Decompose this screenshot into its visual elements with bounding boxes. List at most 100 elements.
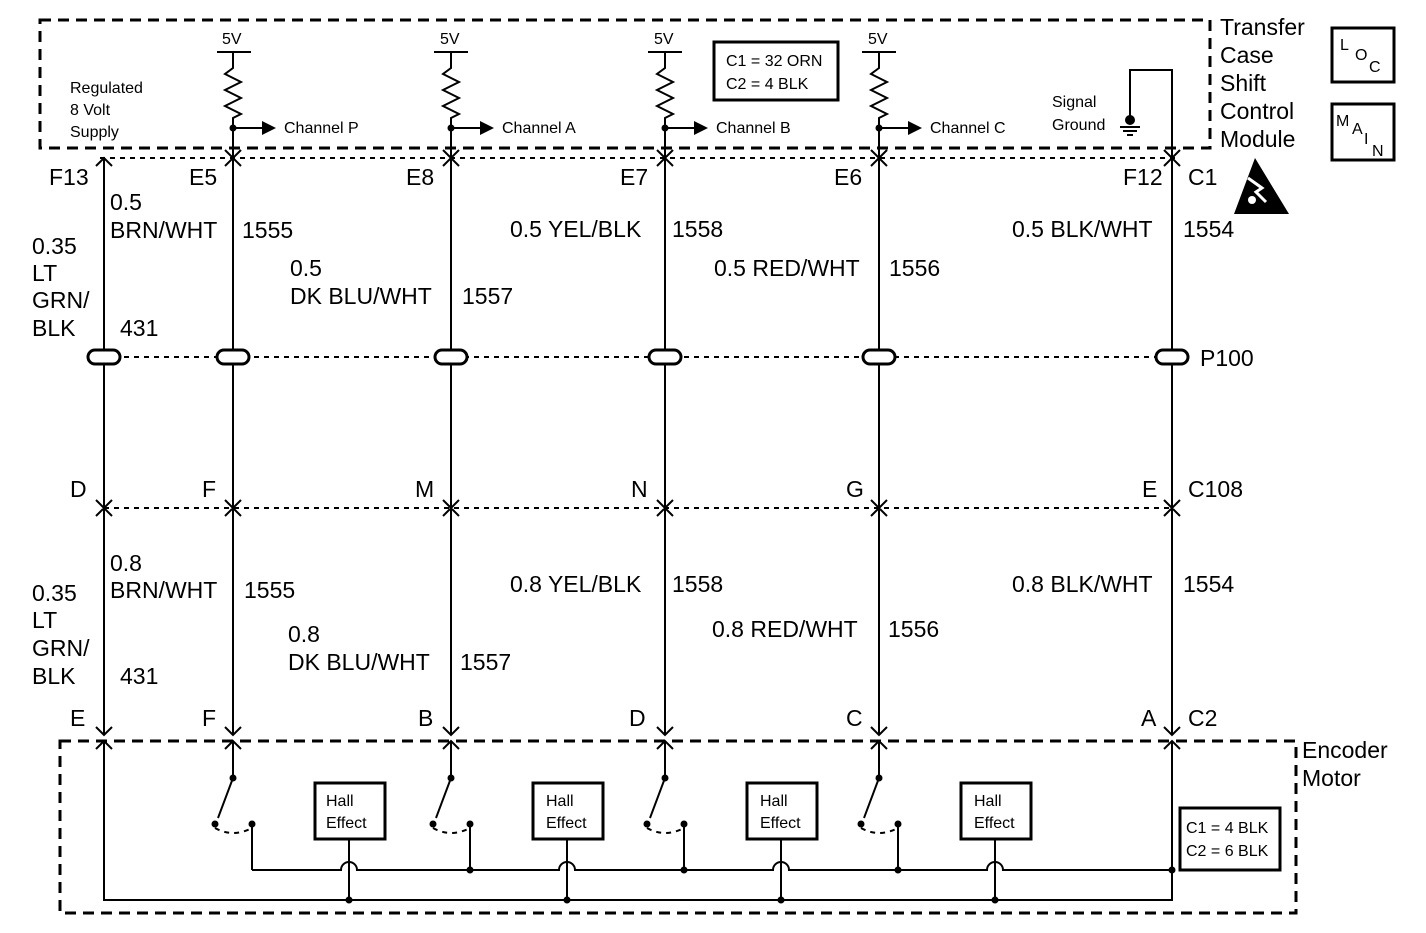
channel-p-label: Channel P [284, 120, 359, 137]
signal-ground-label-2: Ground [1052, 117, 1105, 134]
lower-wire-1557-circuit: 1557 [460, 649, 511, 675]
encoder-connector-note-2: C2 = 6 BLK [1186, 843, 1269, 860]
upper-wire-1557-circuit: 1557 [462, 283, 513, 309]
c108-pin-1: F [202, 476, 216, 502]
top-pin-1: E5 [189, 164, 217, 190]
svg-text:N: N [1372, 143, 1384, 160]
c2-pin-2: B [418, 705, 433, 731]
upper-wire-1554-label: 0.5 BLK/WHT [1012, 216, 1153, 242]
c108-pin-0: D [70, 476, 87, 502]
channel-a-circuit: 5V Channel A [434, 31, 576, 150]
c2-pin-3: D [629, 705, 646, 731]
lower-wire-431-color-2: GRN/ [32, 635, 90, 661]
lower-wire-431-color-3: BLK [32, 663, 76, 689]
top-connector-label: C1 [1188, 164, 1217, 190]
channel-p-circuit: 5V Channel P [217, 31, 359, 150]
supply-label-2: 8 Volt [70, 102, 111, 119]
upper-wire-1557-color: DK BLU/WHT [290, 283, 432, 309]
c108-connector-label: C108 [1188, 476, 1243, 502]
encoder-wiring [103, 741, 1176, 904]
signal-ground: Signal Ground [1052, 69, 1173, 150]
module-title-3: Shift [1220, 70, 1267, 96]
upper-wire-431-color-3: BLK [32, 315, 76, 341]
channel-c-label: Channel C [930, 120, 1006, 137]
lower-wire-1555-circuit: 1555 [244, 577, 295, 603]
p100-label: P100 [1200, 345, 1254, 371]
c108-pin-2: M [415, 476, 434, 502]
upper-wire-1557-size: 0.5 [290, 255, 322, 281]
upper-wire-1558-circuit: 1558 [672, 216, 723, 242]
signal-ground-label-1: Signal [1052, 94, 1096, 111]
hall-effect-sensor-4: Hall Effect [959, 781, 1033, 841]
encoder-title-1: Encoder [1302, 737, 1388, 763]
c108-pin-5: E [1142, 476, 1157, 502]
lower-wire-1558-circuit: 1558 [672, 571, 723, 597]
lower-wire-1556-label: 0.8 RED/WHT [712, 616, 858, 642]
c108-pin-3: N [631, 476, 648, 502]
svg-text:I: I [1364, 131, 1368, 148]
svg-text:Effect: Effect [974, 815, 1015, 832]
c108-pin-4: G [846, 476, 864, 502]
top-pin-2: E8 [406, 164, 434, 190]
encoder-boundary [58, 739, 1298, 915]
hall-effect-sensor-1: Hall Effect [313, 781, 387, 841]
upper-wire-1556-circuit: 1556 [889, 255, 940, 281]
channel-b-circuit: 5V Channel B [648, 31, 791, 150]
lower-wire-1558-label: 0.8 YEL/BLK [510, 571, 642, 597]
upper-wire-1555-circuit: 1555 [242, 217, 293, 243]
channel-a-voltage: 5V [440, 31, 460, 48]
channel-c-circuit: 5V Channel C [862, 31, 1006, 150]
upper-wire-431-color-1: LT [32, 260, 57, 286]
hall-effect-sensor-3: Hall Effect [745, 781, 819, 841]
top-pin-4: E6 [834, 164, 862, 190]
c2-connector-label: C2 [1188, 705, 1217, 731]
lower-wire-431-circuit: 431 [120, 663, 158, 689]
loc-badge: L O C [1330, 26, 1396, 84]
lower-wire-1555-color: BRN/WHT [110, 577, 217, 603]
svg-text:Effect: Effect [760, 815, 801, 832]
c2-pin-0: E [70, 705, 85, 731]
module-connector-note-2: C2 = 4 BLK [726, 76, 809, 93]
module-boundary [38, 18, 1212, 150]
module-title-4: Control [1220, 98, 1294, 124]
channel-p-voltage: 5V [222, 31, 242, 48]
lower-wire-1555-size: 0.8 [110, 550, 142, 576]
upper-wire-431-color-2: GRN/ [32, 287, 90, 313]
svg-text:M: M [1336, 113, 1349, 130]
upper-wire-431-size: 0.35 [32, 233, 77, 259]
channel-a-label: Channel A [502, 120, 576, 137]
lower-wire-431-size: 0.35 [32, 580, 77, 606]
module-connector-note [712, 40, 840, 102]
lower-wire-1554-circuit: 1554 [1183, 571, 1234, 597]
channel-b-label: Channel B [716, 120, 791, 137]
lower-wire-1556-circuit: 1556 [888, 616, 939, 642]
svg-text:A: A [1352, 121, 1363, 138]
lower-wire-1557-color: DK BLU/WHT [288, 649, 430, 675]
module-title-2: Case [1220, 42, 1274, 68]
svg-text:Hall: Hall [326, 793, 354, 810]
svg-text:L: L [1340, 37, 1349, 54]
top-pin-5: F12 [1123, 164, 1163, 190]
supply-label-1: Regulated [70, 80, 143, 97]
svg-text:Hall: Hall [546, 793, 574, 810]
c2-pin-4: C [846, 705, 863, 731]
channel-c-voltage: 5V [868, 31, 888, 48]
upper-wire-431-circuit: 431 [120, 315, 158, 341]
upper-wire-1555-size: 0.5 [110, 189, 142, 215]
lower-wire-431-color-1: LT [32, 607, 57, 633]
hall-effect-sensor-2: Hall Effect [531, 781, 605, 841]
svg-text:Hall: Hall [760, 793, 788, 810]
c2-pin-1: F [202, 705, 216, 731]
vertical-wires [95, 149, 1181, 735]
encoder-connector-note-1: C1 = 4 BLK [1186, 820, 1269, 837]
upper-wire-1558-label: 0.5 YEL/BLK [510, 216, 642, 242]
module-title-1: Transfer [1220, 14, 1305, 40]
c108-terminals [95, 499, 1181, 517]
svg-text:C: C [1369, 59, 1381, 76]
channel-b-voltage: 5V [654, 31, 674, 48]
main-badge: M A I N [1330, 102, 1396, 162]
lower-wire-1557-size: 0.8 [288, 621, 320, 647]
svg-text:Hall: Hall [974, 793, 1002, 810]
